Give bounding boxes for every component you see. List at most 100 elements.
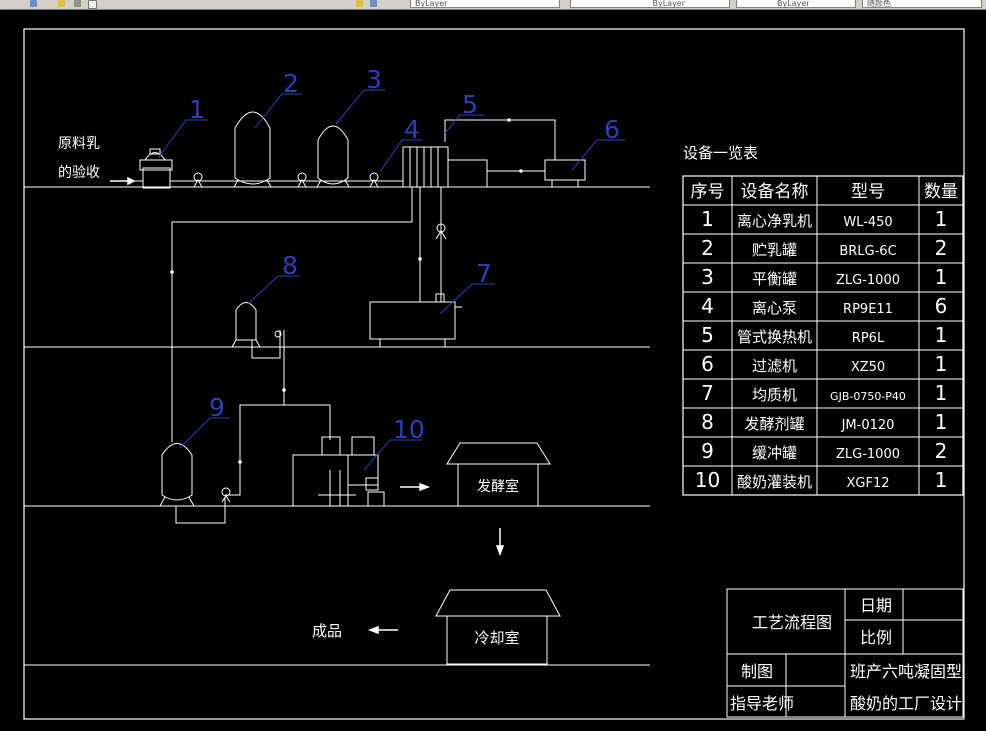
callout-7: 7 (476, 259, 492, 288)
table-cell-model: GJB-0750-P40 (830, 390, 906, 403)
cooling-room-label: 冷却室 (474, 629, 519, 647)
callout-4: 4 (404, 115, 420, 144)
fermentation-room-label: 发酵室 (477, 478, 519, 495)
cad-drawing-canvas[interactable]: 原料乳 的验收 (0, 10, 986, 731)
table-cell-no: 3 (701, 265, 714, 289)
arrows (110, 176, 505, 635)
balance-tank-3 (316, 125, 350, 188)
table-header-1: 设备名称 (741, 182, 809, 202)
cad-toolbar: ByLayer ByLayer ByLayer 随颜色 (0, 0, 986, 10)
freeze-icon[interactable] (58, 0, 65, 7)
layer-dropdown[interactable]: ByLayer (410, 0, 560, 8)
table-cell-no: 5 (701, 323, 714, 347)
drawn-by-label: 制图 (741, 662, 773, 681)
filter-6 (544, 159, 586, 187)
table-cell-no: 4 (701, 294, 714, 318)
callout-10: 10 (393, 415, 425, 444)
table-cell-no: 6 (701, 352, 714, 376)
pipe-nodes (170, 118, 523, 464)
table-cell-model: ZLG-1000 (836, 447, 900, 462)
date-label: 日期 (860, 596, 892, 615)
advisor-label: 指导老师 (730, 694, 794, 713)
table-cell-name: 发酵剂罐 (744, 415, 804, 433)
lock-icon[interactable] (74, 0, 81, 7)
drawing-name: 工艺流程图 (752, 613, 832, 632)
table-cell-qty: 1 (935, 468, 948, 492)
callout-6: 6 (604, 115, 620, 144)
table-cell-qty: 1 (935, 207, 948, 231)
table-cell-model: XGF12 (847, 476, 890, 491)
table-cell-qty: 2 (935, 439, 948, 463)
table-header-3: 数量 (924, 182, 958, 202)
table-cell-qty: 2 (935, 236, 948, 260)
color-icon[interactable] (88, 0, 97, 9)
project-title-line1: 班产六吨凝固型 (850, 662, 962, 681)
callout-5: 5 (462, 90, 478, 119)
table-cell-qty: 1 (935, 323, 948, 347)
table-cell-qty: 1 (935, 265, 948, 289)
callout-3: 3 (366, 65, 382, 94)
table-cell-qty: 1 (935, 410, 948, 434)
table-cell-qty: 1 (935, 381, 948, 405)
lineweight-dropdown[interactable]: ByLayer (736, 0, 856, 8)
centrifugal-clarifier (139, 148, 173, 189)
filling-machine-10 (292, 436, 385, 507)
table-cell-model: WL-450 (843, 215, 892, 230)
finished-product-label: 成品 (312, 622, 342, 640)
callout-numbers: 1 2 3 4 5 6 7 8 9 10 (189, 65, 620, 444)
table-cell-no: 10 (695, 468, 720, 492)
homogenizer-7 (369, 223, 462, 347)
linetype-dropdown[interactable]: ByLayer (570, 0, 730, 8)
table-cell-name: 贮乳罐 (752, 241, 797, 259)
table-cell-no: 7 (701, 381, 714, 405)
table-cell-no: 8 (701, 410, 714, 434)
table-cell-model: BRLG-6C (839, 244, 896, 259)
table-cell-no: 1 (701, 207, 714, 231)
callout-2: 2 (283, 69, 299, 98)
starter-tank-8 (231, 302, 282, 348)
callout-1: 1 (189, 95, 205, 124)
table-cell-name: 平衡罐 (752, 270, 797, 288)
table-cell-qty: 1 (935, 352, 948, 376)
table-cell-name: 过滤机 (752, 357, 797, 375)
table-cell-no: 9 (701, 439, 714, 463)
table-cell-name: 酸奶灌装机 (737, 473, 812, 491)
equipment-table: 序号设备名称 型号 数量 1 离心净乳机 WL-450 1 2 贮乳罐 BRLG-6C 2 3 平衡罐 Z… (682, 175, 964, 496)
raw-milk-label-line1: 原料乳 (58, 136, 100, 152)
cooling-room (435, 589, 561, 665)
process-pipes (110, 119, 556, 524)
table-cell-model: RP6L (852, 331, 885, 346)
table-cell-no: 2 (701, 236, 714, 260)
title-block (726, 588, 964, 718)
storage-tank-2 (233, 111, 272, 188)
drawing-border (23, 28, 965, 720)
table-cell-model: JM-0120 (841, 418, 895, 433)
raw-milk-label: 原料乳 的验收 (58, 136, 100, 181)
table-cell-name: 离心净乳机 (737, 212, 812, 230)
table-cell-qty: 6 (935, 294, 948, 318)
table-cell-name: 缓冲罐 (752, 444, 797, 462)
table-cell-model: XZ50 (851, 360, 885, 375)
table-header-2: 型号 (851, 182, 885, 202)
layer-icon[interactable] (30, 0, 37, 7)
table-cell-name: 管式换热机 (737, 328, 812, 346)
tubular-heat-exchanger (402, 146, 488, 188)
table-border (682, 175, 964, 496)
plotstyle-dropdown[interactable]: 随颜色 (862, 0, 982, 8)
project-title-line2: 酸奶的工厂设计 (850, 694, 962, 713)
callout-8: 8 (282, 251, 298, 280)
table-cell-name: 均质机 (752, 386, 797, 404)
equipment-table-title: 设备一览表 (683, 144, 758, 162)
callout-leaders (157, 89, 625, 471)
buffer-tank-9 (159, 443, 231, 507)
callout-9: 9 (209, 393, 225, 422)
table-cell-model: ZLG-1000 (836, 273, 900, 288)
raw-milk-label-line2: 的验收 (58, 165, 100, 181)
table-header-0: 序号 (691, 182, 725, 202)
table-cell-name: 离心泵 (752, 299, 797, 317)
pumps-row1 (193, 172, 379, 188)
fermentation-room (446, 442, 551, 507)
table-cell-model: RP9E11 (843, 302, 893, 317)
layer-state-icon[interactable] (370, 0, 377, 7)
sun-icon[interactable] (356, 0, 363, 7)
